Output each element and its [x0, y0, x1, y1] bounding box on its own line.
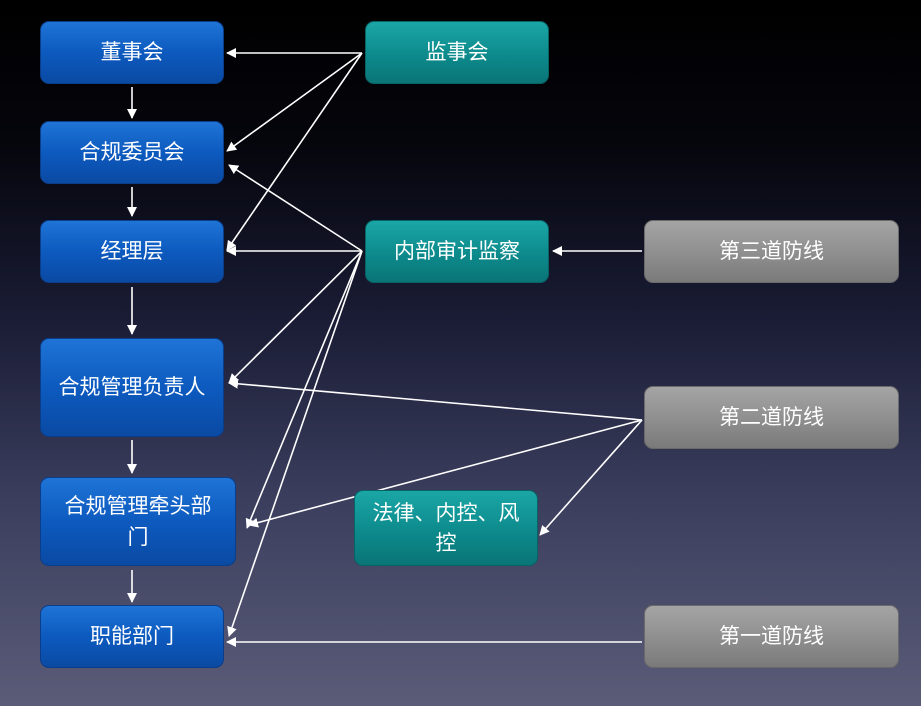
arrow-second-line-to-officer [228, 378, 643, 421]
arrow-second-line-to-lead-dept [248, 419, 643, 528]
arrow-audit-to-committee [228, 164, 363, 252]
board-box: 董事会 [40, 21, 224, 84]
first-line-box: 第一道防线 [644, 605, 899, 668]
board-label: 董事会 [100, 40, 164, 65]
second-line-box: 第二道防线 [644, 386, 899, 449]
compliance-officer-label: 合规管理负责人 [58, 375, 206, 400]
supervisory-board-label: 监事会 [425, 40, 489, 65]
second-line-label: 第二道防线 [719, 405, 824, 430]
functional-departments-label: 职能部门 [90, 624, 174, 649]
supervisory-board-box: 监事会 [365, 21, 549, 84]
arrow-second-line-to-legal [539, 419, 643, 536]
legal-control-label: 法律、内控、风控 [372, 500, 520, 555]
management-box: 经理层 [40, 220, 224, 283]
first-line-label: 第一道防线 [719, 624, 824, 649]
internal-audit-label: 内部审计监察 [394, 239, 520, 264]
legal-control-box: 法律、内控、风控 [354, 490, 538, 566]
internal-audit-box: 内部审计监察 [365, 220, 549, 283]
arrow-audit-to-officer [228, 250, 363, 384]
arrow-audit-to-functional [227, 250, 363, 637]
compliance-officer-box: 合规管理负责人 [40, 338, 224, 437]
third-line-box: 第三道防线 [644, 220, 899, 283]
compliance-committee-box: 合规委员会 [40, 121, 224, 184]
arrow-supervisory-to-committee [226, 52, 363, 152]
lead-department-label: 合规管理牵头部门 [64, 494, 212, 549]
management-label: 经理层 [100, 239, 164, 264]
compliance-committee-label: 合规委员会 [79, 140, 185, 165]
functional-departments-box: 职能部门 [40, 605, 224, 668]
arrow-supervisory-to-management [226, 52, 363, 251]
third-line-label: 第三道防线 [719, 239, 824, 264]
lead-department-box: 合规管理牵头部门 [40, 477, 236, 566]
